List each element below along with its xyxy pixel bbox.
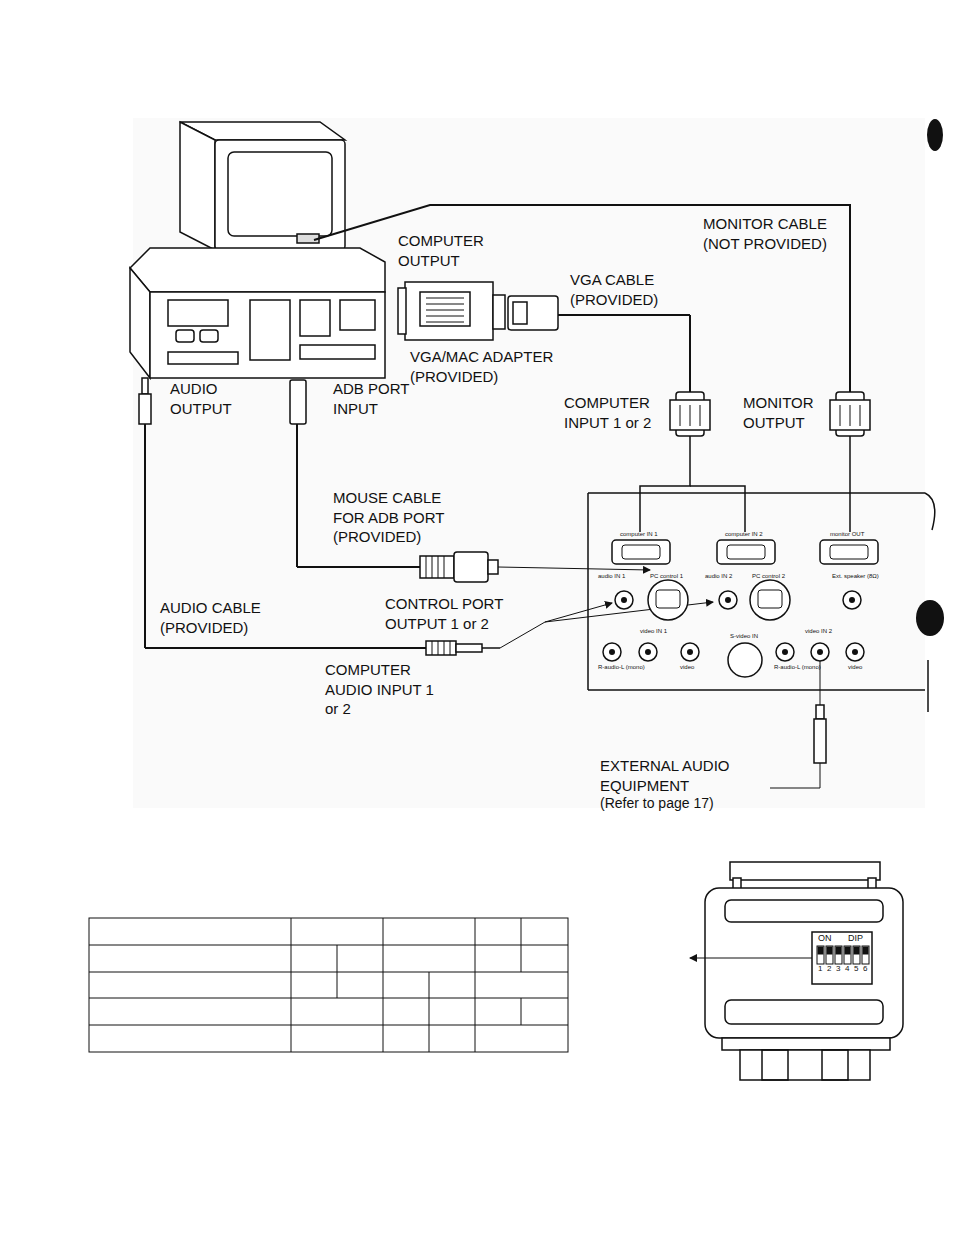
dip-number: 2	[827, 965, 831, 974]
dip-number: 5	[854, 965, 858, 974]
panel-port-label: computer IN 2	[725, 531, 763, 538]
cable-label: VGA CABLE (PROVIDED)	[570, 270, 682, 309]
panel-port-label: R-audio-L (mono)	[598, 664, 645, 671]
dip-knob	[863, 947, 868, 954]
part-label: EXTERNAL AUDIO EQUIPMENT	[600, 756, 760, 795]
panel-port-label: Ext. speaker (8Ω)	[832, 573, 879, 580]
dip-knob	[818, 947, 823, 954]
port-label: AUDIO OUTPUT	[170, 379, 262, 418]
note-label: (Refer to page 17)	[600, 794, 714, 812]
dip-number: 6	[863, 965, 867, 974]
dip-label: ON	[818, 934, 832, 944]
panel-port-label: video	[848, 664, 862, 671]
panel-port-label: R-audio-L (mono)	[774, 664, 821, 671]
panel-port-label: PC control 2	[752, 573, 785, 580]
dip-number: 1	[818, 965, 822, 974]
dip-label: DIP	[848, 934, 863, 944]
dip-switch	[835, 946, 842, 964]
dip-knob	[845, 947, 850, 954]
panel-port-label: audio IN 2	[705, 573, 732, 580]
dip-knob	[836, 947, 841, 954]
cable-label: AUDIO CABLE (PROVIDED)	[160, 598, 282, 637]
port-label: COMPUTER OUTPUT	[398, 231, 498, 270]
port-label: COMPUTER INPUT 1 or 2	[564, 393, 674, 432]
dip-knob	[854, 947, 859, 954]
port-label: ADB PORT INPUT	[333, 379, 433, 418]
port-label: CONTROL PORT OUTPUT 1 or 2	[385, 594, 523, 633]
panel-port-label: audio IN 1	[598, 573, 625, 580]
panel-port-label: PC control 1	[650, 573, 683, 580]
panel-port-label: S-video IN	[730, 633, 758, 640]
panel-port-label: video IN 2	[805, 628, 832, 635]
panel-port-label: video IN 1	[640, 628, 667, 635]
port-label: MONITOR OUTPUT	[743, 393, 831, 432]
dip-switch	[817, 946, 824, 964]
dip-knob	[827, 947, 832, 954]
dip-switch	[862, 946, 869, 964]
dip-number: 4	[845, 965, 849, 974]
part-label: VGA/MAC ADAPTER (PROVIDED)	[410, 347, 588, 386]
panel-port-label: computer IN 1	[620, 531, 658, 538]
dip-switch	[826, 946, 833, 964]
cable-label: MONITOR CABLE (NOT PROVIDED)	[703, 214, 853, 253]
port-label: COMPUTER AUDIO INPUT 1 or 2	[325, 660, 443, 719]
cable-label: MOUSE CABLE FOR ADB PORT (PROVIDED)	[333, 488, 465, 547]
dip-switch	[853, 946, 860, 964]
panel-port-label: video	[680, 664, 694, 671]
panel-port-label: monitor OUT	[830, 531, 864, 538]
dip-number: 3	[836, 965, 840, 974]
dip-switch	[844, 946, 851, 964]
